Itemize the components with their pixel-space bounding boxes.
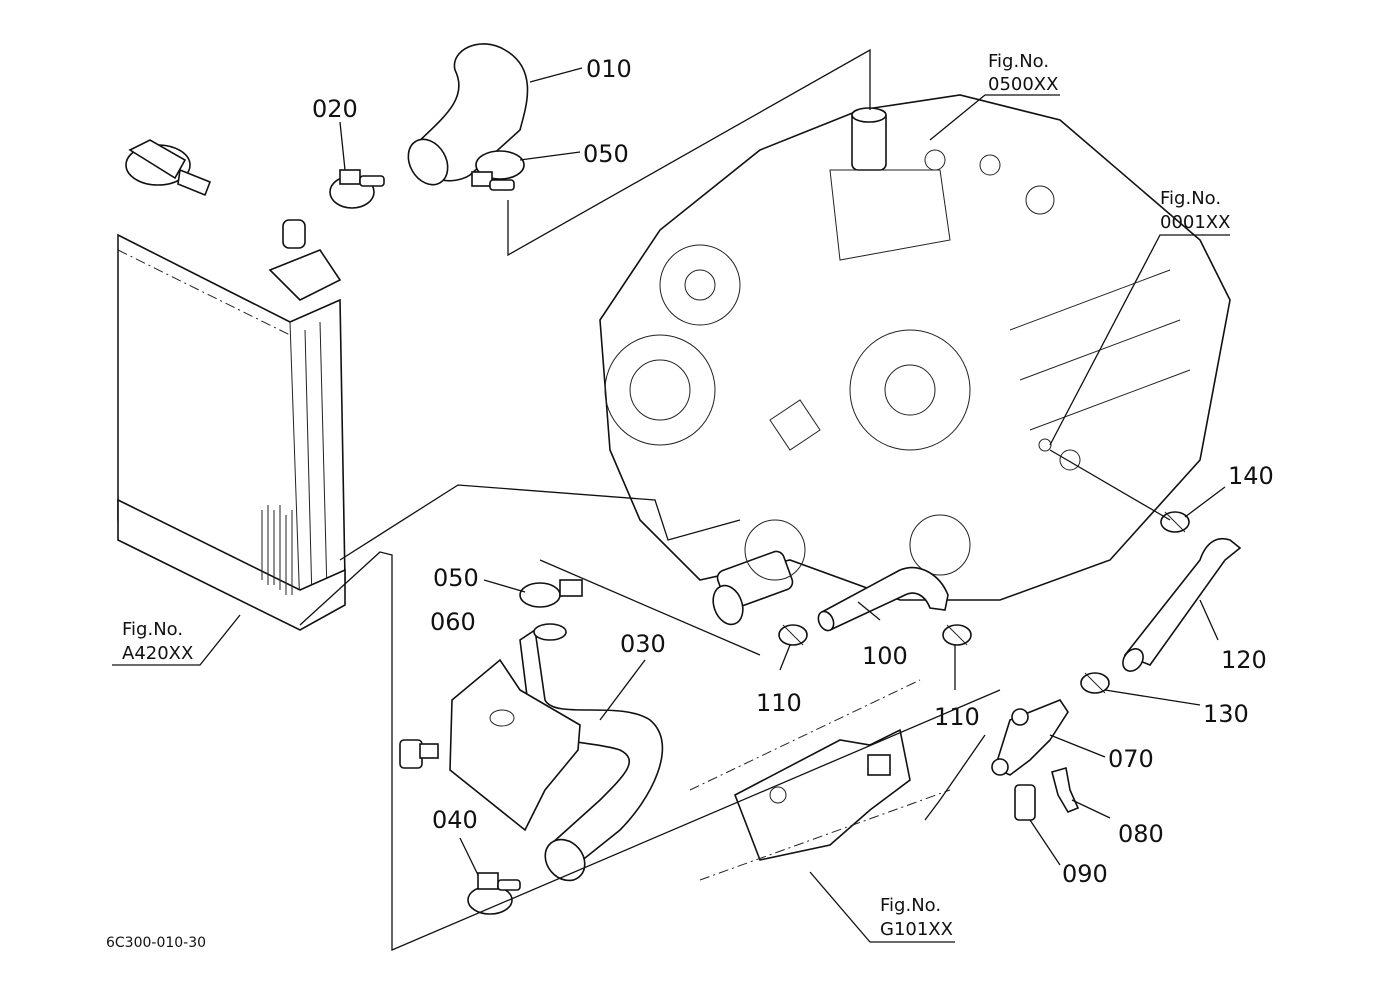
clamp-050-lower: [519, 579, 583, 608]
frame-bracket: [689, 679, 951, 881]
bracket-060: [449, 658, 581, 832]
figure-refs: Fig.No. 0500XX Fig.No. 0001XX Fig.No. A4…: [122, 51, 1230, 940]
label-100: 100: [862, 642, 908, 670]
hose-100: [820, 566, 949, 632]
label-010: 010: [586, 55, 632, 83]
fig-ref-0500xx[interactable]: Fig.No. 0500XX: [988, 51, 1058, 95]
clamp-140: [1160, 511, 1190, 533]
label-110-left: 110: [756, 689, 802, 717]
label-130: 130: [1203, 700, 1249, 728]
clamp-110-left: [778, 624, 808, 646]
label-070: 070: [1108, 745, 1154, 773]
clamp-050-upper: [471, 150, 525, 191]
clamp-130: [1080, 672, 1110, 694]
plug-080: [1051, 766, 1080, 813]
clamp-110-right: [942, 624, 972, 646]
label-060: 060: [430, 608, 476, 636]
clamp-020: [329, 169, 385, 209]
reference-lines: [299, 48, 1171, 951]
hose-120: [1123, 538, 1242, 666]
svg-text:0500XX: 0500XX: [988, 74, 1058, 95]
svg-text:A420XX: A420XX: [122, 643, 193, 664]
radiator: [117, 219, 346, 631]
label-140: 140: [1228, 462, 1274, 490]
clamp-040: [467, 872, 521, 915]
engine-block: [599, 94, 1231, 626]
radiator-cap: [125, 139, 212, 197]
label-110-right: 110: [934, 703, 980, 731]
label-090: 090: [1062, 860, 1108, 888]
radiator-core-hatching: [261, 505, 293, 595]
part-labels: 010 020 050 050 060 030 040 100 110 110 …: [312, 55, 1274, 888]
svg-text:Fig.No.: Fig.No.: [880, 895, 941, 916]
svg-text:G101XX: G101XX: [880, 919, 953, 940]
svg-text:Fig.No.: Fig.No.: [988, 51, 1049, 72]
svg-text:Fig.No.: Fig.No.: [122, 619, 183, 640]
label-040: 040: [432, 806, 478, 834]
joint-070: [991, 699, 1069, 776]
fitting-090: [1014, 784, 1036, 821]
svg-text:0001XX: 0001XX: [1160, 212, 1230, 233]
label-050-upper: 050: [583, 140, 629, 168]
label-020: 020: [312, 95, 358, 123]
label-120: 120: [1221, 646, 1267, 674]
drawing-code: 6C300-010-30: [106, 935, 206, 951]
svg-text:Fig.No.: Fig.No.: [1160, 188, 1221, 209]
label-080: 080: [1118, 820, 1164, 848]
bolt: [399, 739, 439, 769]
leader-lines: [112, 67, 1230, 943]
fig-ref-g101xx[interactable]: Fig.No. G101XX: [880, 895, 953, 940]
label-050-lower: 050: [433, 564, 479, 592]
hose-030: [519, 628, 664, 872]
fig-ref-a420xx[interactable]: Fig.No. A420XX: [122, 619, 193, 664]
label-030: 030: [620, 630, 666, 658]
fig-ref-0001xx[interactable]: Fig.No. 0001XX: [1160, 188, 1230, 233]
